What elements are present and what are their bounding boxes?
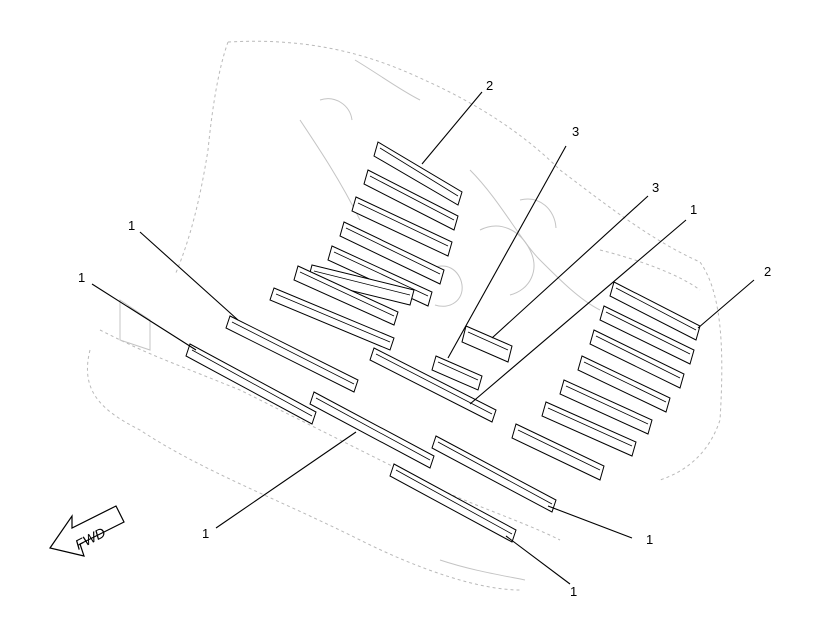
- floor-strip: [369, 347, 497, 423]
- leader-1-left-top: [139, 231, 239, 321]
- slat: [339, 221, 445, 285]
- callout-2-top: 2: [486, 78, 493, 93]
- slat: [363, 169, 459, 231]
- fwd-arrow-icon: FWD: [49, 505, 125, 557]
- slat: [609, 281, 701, 341]
- rib-slats-right-group: [511, 281, 701, 481]
- floor-strip: [185, 343, 317, 425]
- leader-1-bottom: [505, 535, 571, 585]
- floor-strips: [185, 315, 557, 543]
- floor-strip: [431, 435, 557, 513]
- leader-3-lower: [491, 195, 649, 339]
- callout-1-left-top: 1: [128, 218, 135, 233]
- slat: [599, 305, 695, 365]
- slat: [577, 355, 671, 413]
- callout-3-lower: 3: [652, 180, 659, 195]
- callout-labels: 2 3 3 1 2 1 1 1 1 1: [78, 78, 771, 599]
- slat: [373, 141, 463, 206]
- slat: [293, 265, 399, 326]
- callout-1-bottom-right: 1: [646, 532, 653, 547]
- floor-strip: [309, 391, 435, 469]
- slat: [541, 401, 637, 457]
- leader-1-left: [91, 283, 197, 351]
- floor-strip: [225, 315, 359, 393]
- leader-3-upper: [447, 145, 567, 359]
- leader-2-top: [421, 91, 483, 165]
- slat: [559, 379, 653, 435]
- callout-1-left: 1: [78, 270, 85, 285]
- leader-1-right-top: [469, 219, 687, 405]
- leader-lines: [91, 91, 755, 585]
- callout-1-bottom-left: 1: [202, 526, 209, 541]
- slat: [511, 423, 605, 481]
- slat: [269, 287, 395, 351]
- slat: [351, 196, 453, 257]
- fuselage-outline: [86, 40, 723, 591]
- floor-strip: [389, 463, 517, 543]
- callout-3-upper: 3: [572, 124, 579, 139]
- callout-1-bottom: 1: [570, 584, 577, 599]
- callout-1-right-top: 1: [690, 202, 697, 217]
- rib-slats-left-group: [269, 141, 463, 351]
- leader-1-bottom-left: [215, 431, 357, 529]
- callout-2-right: 2: [764, 264, 771, 279]
- slat: [589, 329, 685, 389]
- leader-2-right: [697, 279, 755, 329]
- center-blocks: [431, 325, 513, 391]
- leader-1-bottom-right: [547, 505, 633, 539]
